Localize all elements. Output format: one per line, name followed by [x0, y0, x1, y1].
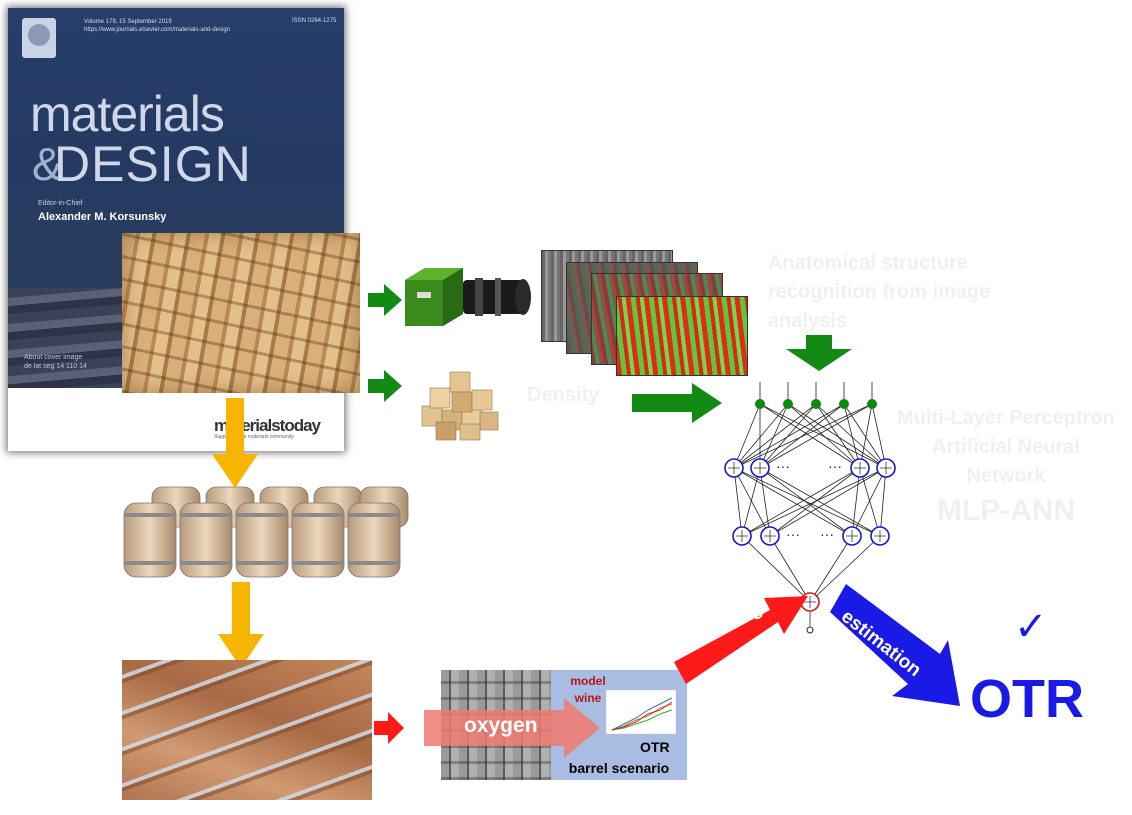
curved-staves-photo — [122, 660, 372, 800]
cover-volume: Volume 179, 15 September 2019 https://ww… — [84, 19, 231, 33]
anatomical-label: Anatomical structure recognition from im… — [768, 252, 991, 332]
model-wine-label: model wine — [570, 674, 606, 705]
ellipsis-hidden1-a: ··· — [776, 458, 790, 474]
green-arrow-cubes — [368, 370, 402, 402]
cover-title-amp: & — [32, 138, 63, 190]
oxygen-arrow — [424, 698, 600, 758]
red-arrow-small — [374, 712, 404, 744]
mlp-ann-label: MLP-ANN — [936, 494, 1076, 527]
cover-editor-name: Alexander M. Korsunsky — [38, 211, 167, 223]
estimation-arrow — [830, 584, 960, 706]
otr-small-label: OTR — [640, 739, 670, 755]
oxygen-label: oxygen — [464, 714, 538, 737]
segmented-image — [616, 296, 748, 376]
wood-cubes-icon — [421, 371, 499, 441]
trainning-arrow — [674, 596, 808, 684]
density-label: Density — [527, 384, 600, 406]
cover-title-line1: materials — [30, 86, 225, 142]
wood-staves-photo — [122, 233, 360, 393]
cover-editor-label: Editor-in-Chief — [38, 200, 83, 207]
ellipsis-hidden2-b: ··· — [820, 526, 834, 542]
otr-graph — [606, 690, 676, 734]
mlp-label: Multi-Layer Perceptron Artificial Neural… — [897, 407, 1115, 487]
green-arrow-down — [786, 335, 852, 371]
elsevier-logo-icon — [22, 18, 56, 58]
yellow-arrow-1 — [212, 398, 258, 488]
barrel-scenario-label: barrel scenario — [568, 760, 670, 776]
cover-about: About cover image de lat seg 14 110 14 — [24, 354, 87, 370]
cover-title-line2: DESIGN — [54, 136, 252, 192]
green-arrow-camera — [368, 284, 402, 316]
green-arrow-right — [632, 383, 722, 423]
otr-result-label: OTR — [970, 669, 1084, 729]
check-icon: ✓ — [1014, 605, 1048, 649]
ellipsis-hidden2-a: ··· — [786, 526, 800, 542]
ellipsis-hidden1-b: ··· — [828, 458, 842, 474]
cover-brand-sub: Supporting the materials community — [214, 434, 294, 440]
cover-issn: ISSN 0264-1275 — [292, 18, 337, 24]
yellow-arrow-2 — [218, 582, 264, 668]
industrial-camera-icon — [405, 268, 531, 326]
barrels-icon — [123, 486, 409, 578]
neural-network-diagram — [724, 382, 896, 634]
